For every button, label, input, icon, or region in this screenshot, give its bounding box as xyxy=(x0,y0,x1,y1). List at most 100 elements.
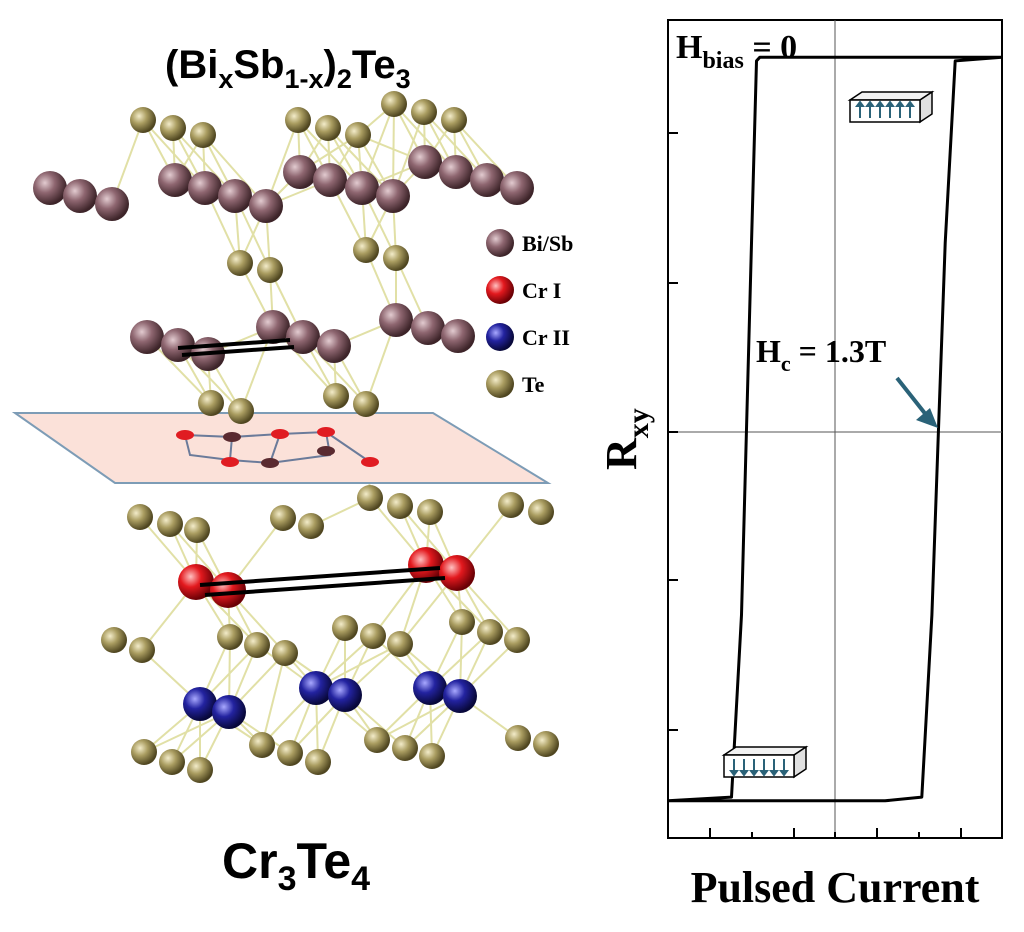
top-compound-label: (BixSb1-x)2Te3 xyxy=(165,43,411,94)
axis-ticks xyxy=(668,132,962,838)
cr-cr-bond xyxy=(177,338,446,597)
bias-annotation: Hbias = 0 xyxy=(676,29,797,74)
atom-bisb xyxy=(158,163,192,197)
atom-te xyxy=(160,115,186,141)
atom-cr1 xyxy=(439,555,475,591)
atom-te xyxy=(187,757,213,783)
atom-te xyxy=(270,505,296,531)
atom-te xyxy=(217,624,243,650)
atom-bisb xyxy=(283,155,317,189)
interface-plane xyxy=(11,412,552,484)
hysteresis-chart: Hbias = 0 Hc = 1.3T Rxy Pulsed Current xyxy=(597,19,1003,912)
atom-te xyxy=(419,743,445,769)
atom-te xyxy=(441,107,467,133)
atom-te xyxy=(277,740,303,766)
atom-bisb xyxy=(286,320,320,354)
atom-te xyxy=(417,499,443,525)
atom-te xyxy=(157,511,183,537)
atom-te xyxy=(498,492,524,518)
atom-te xyxy=(130,107,156,133)
atom-bisb xyxy=(345,171,379,205)
atom-cr2 xyxy=(212,695,246,729)
magnet-icon-down xyxy=(721,745,809,779)
atom-bisb xyxy=(408,145,442,179)
atom-cr1 xyxy=(178,564,214,600)
coercive-field-annotation: Hc = 1.3T xyxy=(756,333,886,376)
atom-te xyxy=(305,749,331,775)
atom-cr2 xyxy=(443,679,477,713)
atom-te xyxy=(101,627,127,653)
bond xyxy=(261,652,286,746)
atom-bisb xyxy=(439,155,473,189)
atom-te xyxy=(383,245,409,271)
atom-cr2 xyxy=(183,687,217,721)
legend-swatch-bisb xyxy=(486,229,514,257)
atom-cr2 xyxy=(328,678,362,712)
atom-bisb xyxy=(63,179,97,213)
atom-bisb xyxy=(411,311,445,345)
atom-te xyxy=(272,640,298,666)
legend-swatch-te xyxy=(486,370,514,398)
atom-te xyxy=(298,513,324,539)
atom-te xyxy=(198,390,224,416)
atom-te xyxy=(228,398,254,424)
atom-te xyxy=(353,391,379,417)
atom-bisb xyxy=(130,320,164,354)
legend-label-bisb: Bi/Sb xyxy=(522,231,573,256)
atom-te xyxy=(533,731,559,757)
bottom-compound-label: Cr3Te4 xyxy=(222,833,370,898)
magnet-icon-up xyxy=(847,90,935,124)
atom-bisb xyxy=(470,163,504,197)
atom-te xyxy=(504,627,530,653)
atom-bisb xyxy=(441,319,475,353)
atom-bisb xyxy=(376,179,410,213)
atom-te xyxy=(505,725,531,751)
atom-te xyxy=(285,107,311,133)
atom-cr2 xyxy=(413,671,447,705)
crystal-structure: (BixSb1-x)2Te3 Cr3Te4 Bi/Sb Cr I Cr II T… xyxy=(11,43,573,898)
atom-te xyxy=(257,257,283,283)
interface-atoms xyxy=(176,427,379,468)
atom-te xyxy=(449,609,475,635)
y-axis-label: Rxy xyxy=(597,408,655,470)
atom-te xyxy=(227,250,253,276)
atom-bisb xyxy=(500,171,534,205)
atom-cr2 xyxy=(299,671,333,705)
atom-cr1 xyxy=(408,547,444,583)
atom-te xyxy=(184,517,210,543)
atom-te xyxy=(131,739,157,765)
atom-bisb xyxy=(95,187,129,221)
legend-label-cr2: Cr II xyxy=(522,325,570,350)
atom-bisb xyxy=(379,303,413,337)
atom-bisb xyxy=(313,163,347,197)
atom-bisb xyxy=(188,171,222,205)
atom-te xyxy=(129,637,155,663)
atom-te xyxy=(528,499,554,525)
atom-cr1 xyxy=(210,572,246,608)
atom-te xyxy=(323,383,349,409)
atom-te xyxy=(387,493,413,519)
atom-te xyxy=(381,91,407,117)
atom-te xyxy=(477,619,503,645)
atom-te xyxy=(345,122,371,148)
atom-te xyxy=(127,504,153,530)
legend-label-cr1: Cr I xyxy=(522,278,561,303)
atom-te xyxy=(353,237,379,263)
legend-label-te: Te xyxy=(522,372,545,397)
atom-bisb xyxy=(218,179,252,213)
x-axis-label: Pulsed Current xyxy=(691,863,980,912)
atom-bisb xyxy=(317,329,351,363)
atom-te xyxy=(357,485,383,511)
atom-te xyxy=(249,732,275,758)
atom-te xyxy=(315,115,341,141)
atom-te xyxy=(244,632,270,658)
atom-te xyxy=(360,623,386,649)
atom-bisb xyxy=(33,171,67,205)
atom-te xyxy=(364,727,390,753)
atom-bisb xyxy=(161,328,195,362)
atom-bisb xyxy=(249,189,283,223)
atom-bisb xyxy=(256,310,290,344)
atom-te xyxy=(387,631,413,657)
atom-te xyxy=(332,615,358,641)
